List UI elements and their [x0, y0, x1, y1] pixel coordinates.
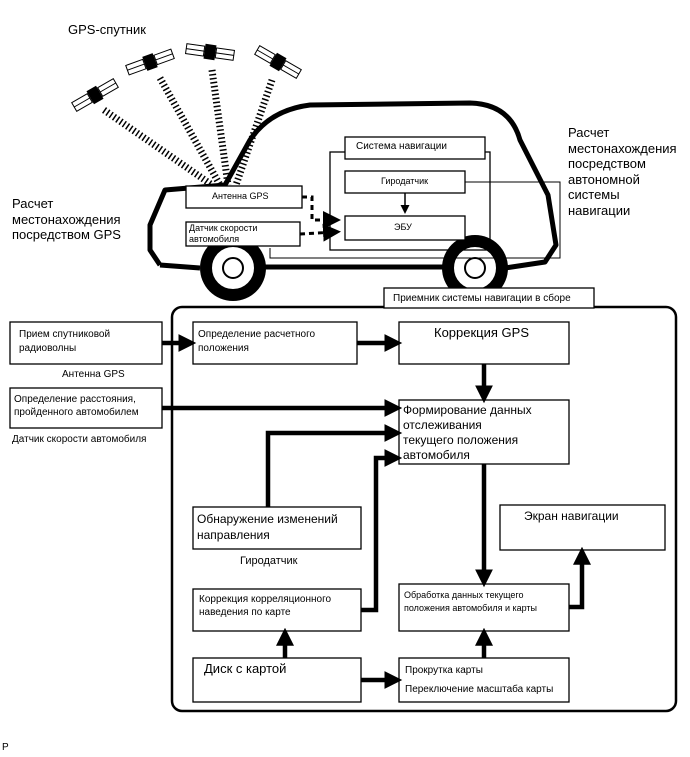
rear-wheel: [442, 235, 508, 301]
map-zoom-label: Переключение масштаба карты: [405, 684, 554, 695]
car-dashed-links: [299, 195, 341, 242]
autonomous-positioning-line: автономной: [568, 171, 640, 187]
arrow-matching-to-tracking: [361, 449, 403, 613]
tracking-data-line4: автомобиля: [403, 448, 470, 462]
footer-mark: P: [2, 742, 9, 753]
gps-antenna-caption: Антенна GPS: [62, 369, 125, 380]
tracking-data-line1: Формирование данных: [403, 403, 532, 417]
autonomous-positioning-line: посредством: [568, 156, 646, 172]
radio-wave-stream: [232, 78, 276, 187]
gps-positioning-line: местонахождения: [12, 211, 121, 227]
radio-waves: [102, 69, 276, 188]
direction-change-box: [192, 506, 362, 550]
map-matching-line2: наведения по карте: [199, 607, 291, 618]
gps-positioning-label: Расчет местонахождения посредством GPS: [12, 196, 121, 243]
satellite-icon: [254, 44, 302, 80]
nav-screen-label: Экран навигации: [524, 509, 619, 523]
map-disc-box: [192, 657, 362, 703]
distance-line2: пройденного автомобилем: [14, 407, 139, 418]
radio-wave-stream: [208, 69, 232, 186]
calc-position-line1: Определение расчетного: [198, 329, 316, 340]
flow-arrows: [162, 334, 591, 689]
autonomous-positioning-label: Расчет местонахождения посредством автон…: [568, 125, 677, 219]
map-scroll-box: [398, 657, 570, 703]
ecu-box: [344, 215, 466, 241]
radio-wave-stream: [156, 76, 224, 187]
gps-positioning-line: Расчет: [12, 196, 54, 211]
autonomous-callout-line: [269, 181, 561, 259]
tracking-data-line3: текущего положения: [403, 433, 519, 447]
speed-sensor-label-line2: автомобиля: [189, 234, 240, 244]
speed-sensor-caption: Датчик скорости автомобиля: [12, 434, 147, 445]
gyro-label: Гиродатчик: [381, 176, 429, 186]
map-matching-line1: Коррекция корреляционного: [199, 594, 332, 605]
data-processing-line2: положения автомобиля и карты: [404, 603, 538, 613]
tracking-data-box: [398, 399, 570, 465]
receiver-assembly-label: Приемник системы навигации в сборе: [393, 293, 571, 304]
distance-box: [9, 387, 163, 429]
car-illustration: [147, 100, 559, 271]
satellite-icon: [184, 43, 236, 61]
autonomous-positioning-line: Расчет: [568, 125, 610, 140]
nav-system-label: Система навигации: [356, 141, 447, 152]
autonomous-positioning-line: местонахождения: [568, 140, 677, 156]
car-body: [147, 100, 559, 271]
speed-sensor-box: [185, 221, 301, 247]
satellite-icon: [71, 77, 119, 113]
gps-positioning-line: посредством GPS: [12, 227, 121, 243]
speed-sensor-label-line1: Датчик скорости: [189, 223, 258, 233]
map-scroll-label: Прокрутка карты: [405, 665, 483, 676]
gyro-caption: Гиродатчик: [240, 555, 298, 567]
map-disc-label: Диск с картой: [204, 661, 287, 676]
radio-wave-stream: [102, 107, 214, 188]
autonomous-positioning-line: навигации: [568, 202, 631, 218]
direction-change-line1: Обнаружение изменений: [197, 512, 338, 526]
calc-position-box: [192, 321, 358, 365]
arrow-direction-to-tracking: [265, 424, 403, 507]
gps-antenna-label: Антенна GPS: [212, 191, 269, 201]
ecu-label: ЭБУ: [394, 222, 412, 232]
car-front-bottom: [159, 262, 201, 271]
calc-position-line2: положения: [198, 343, 249, 354]
autonomous-positioning-line: системы: [568, 187, 620, 203]
gps-satellite-label: GPS-спутник: [68, 22, 146, 37]
direction-change-line2: направления: [197, 528, 270, 542]
gps-correction-box: [398, 321, 570, 365]
nav-screen-box: [499, 504, 666, 551]
gps-correction-label: Коррекция GPS: [434, 325, 529, 340]
satellite-reception-box: [9, 321, 163, 365]
satellite-reception-line2: радиоволны: [19, 343, 77, 354]
arrow-processing-to-screen: [569, 546, 591, 610]
front-wheel: [200, 235, 266, 301]
nav-system-box: [344, 136, 486, 160]
satellite-reception-line1: Прием спутниковой: [19, 329, 111, 340]
receiver-assembly-label-box: [383, 287, 595, 309]
data-processing-line1: Обработка данных текущего: [404, 590, 524, 600]
distance-line1: Определение расстояния,: [14, 394, 136, 405]
tracking-data-line2: отслеживания: [403, 418, 482, 432]
satellite-icon: [125, 48, 175, 76]
